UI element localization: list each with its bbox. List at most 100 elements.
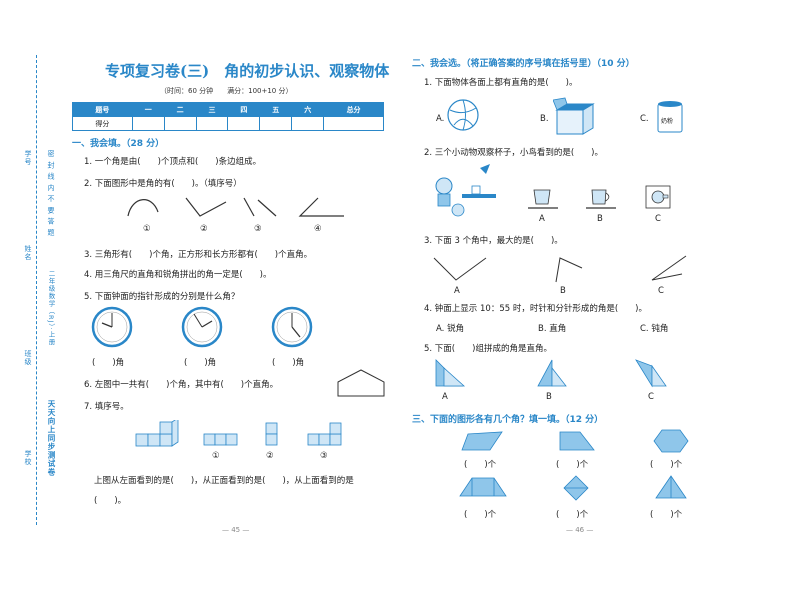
option-label: C — [655, 214, 661, 224]
page-title: 专项复习卷(三) 角的初步认识、观察物体 — [105, 62, 390, 80]
figure-label: ④ — [314, 224, 322, 234]
set-square-option — [635, 359, 667, 388]
q1-7: 7. 填序号。 — [84, 402, 129, 412]
section-1-title: 一、我会填。（28 分） — [72, 139, 165, 149]
score-header: 四 — [227, 102, 261, 117]
cube-views — [135, 420, 342, 447]
option-label: C. — [640, 114, 649, 124]
angle-count-answer: ( )个 — [556, 510, 589, 520]
angle-a — [433, 257, 487, 281]
option-label: A. — [436, 114, 445, 124]
set-square-option — [435, 359, 466, 387]
q1-4: 4. 用三角尺的直角和锐角拼出的角一定是( )。 — [84, 270, 272, 280]
angle-count-answer: ( )个 — [464, 510, 497, 520]
angle-figure — [298, 197, 344, 217]
score-cell[interactable] — [195, 116, 229, 131]
q1-1: 1. 一个角是由( )个顶点和( )条边组成。 — [84, 157, 262, 167]
score-cell[interactable] — [259, 116, 293, 131]
cat-icon — [435, 177, 453, 195]
open-lines-figure — [243, 197, 255, 217]
page-number-right: — 46 — — [566, 526, 594, 534]
angle-options — [433, 255, 687, 283]
angle-count-answer: ( )个 — [464, 460, 497, 470]
binding-number: 学号 — [24, 150, 32, 166]
score-cell[interactable] — [131, 116, 165, 131]
curve-figure — [127, 199, 159, 217]
option-label: B. — [540, 114, 549, 124]
shape-diamond — [563, 475, 589, 501]
figure-label: ③ — [254, 224, 262, 234]
q2-1: 1. 下面物体各面上都有直角的是( )。 — [424, 78, 578, 88]
figure-label: ① — [143, 224, 151, 234]
set-square-option — [537, 359, 567, 387]
angle-count-answer: ( )个 — [556, 460, 589, 470]
binding-line — [36, 55, 37, 525]
milk-can-label: 奶粉 — [661, 118, 674, 125]
clock-answer: ( )角 — [92, 358, 125, 368]
angle-figures — [127, 197, 344, 217]
option-label: B — [546, 392, 552, 402]
shape-triangle-split — [655, 475, 687, 499]
option-label: B — [560, 286, 566, 296]
open-lines-figure — [257, 199, 277, 217]
clocks — [91, 306, 313, 348]
binding-name: 姓名 — [24, 245, 32, 261]
option-label: C — [658, 286, 664, 296]
milk-can-icon — [657, 101, 683, 133]
q2-4: 4. 钟面上显示 10：55 时，时针和分针形成的角是( )。 — [424, 304, 647, 314]
option-label: A — [454, 286, 460, 296]
binding-school: 学校 — [24, 450, 32, 466]
score-header: 总分 — [323, 102, 384, 117]
angle-count-answer: ( )个 — [650, 460, 683, 470]
score-header: 三 — [195, 102, 229, 117]
q2-3: 3. 下面 3 个角中，最大的是( )。 — [424, 236, 563, 246]
clock-icon — [181, 306, 223, 348]
binding-class: 班级 — [24, 350, 32, 366]
shape-trapezoid-split — [459, 477, 507, 497]
view-option — [265, 422, 278, 446]
score-cell[interactable] — [163, 116, 197, 131]
option-label: A — [539, 214, 545, 224]
animals-observing-icon — [435, 164, 496, 217]
q1-6: 6. 左图中一共有( )个角，其中有( )个直角。 — [84, 380, 279, 390]
view-option — [307, 422, 342, 446]
q2-5: 5. 下面( )组拼成的角是直角。 — [424, 344, 552, 354]
view-label: ① — [212, 451, 220, 461]
angle-figure — [185, 197, 227, 217]
cup-icon — [471, 185, 481, 195]
shape-trapezoid — [461, 431, 503, 451]
q1-7-line1: 上图从左面看到的是( )，从正面看到的是( )，从上面看到的是 — [94, 476, 354, 486]
cup-view-option — [645, 185, 671, 209]
page-number-left: — 45 — — [222, 526, 250, 534]
ball-icon — [447, 99, 479, 131]
angle-count-answer: ( )个 — [650, 510, 683, 520]
binding-series: 天天向上同步测试卷 — [47, 400, 56, 477]
option-label: A — [442, 392, 448, 402]
score-header: 六 — [291, 102, 325, 117]
angle-c — [651, 255, 687, 281]
view-label: ③ — [320, 451, 328, 461]
clock-icon — [271, 306, 313, 348]
exam-meta: （时间：60 分钟 满分：100+10 分） — [160, 87, 293, 95]
score-cell[interactable] — [227, 116, 261, 131]
box-icon — [553, 97, 595, 135]
binding-warning: 密 封 线 内 不 要 答 题 — [47, 150, 55, 237]
cup-view-option — [586, 189, 616, 209]
score-header: 二 — [163, 102, 197, 117]
section-2-title: 二、我会选。（将正确答案的序号填在括号里）（10 分） — [412, 59, 635, 69]
cube-stack-3d — [135, 420, 179, 447]
option-label: B — [597, 214, 603, 224]
score-header: 五 — [259, 102, 293, 117]
score-cell[interactable] — [323, 116, 384, 131]
clock-answer: ( )角 — [184, 358, 217, 368]
q1-2: 2. 下面图形中是角的有( )。（填序号） — [84, 179, 242, 189]
cup-view-option — [528, 189, 558, 209]
score-cell[interactable] — [291, 116, 325, 131]
q2-2: 2. 三个小动物观察杯子，小鸟看到的是( )。 — [424, 148, 603, 158]
q1-7-line2: ( )。 — [94, 496, 127, 506]
score-row-label: 得分 — [72, 116, 133, 131]
dog-icon — [451, 203, 465, 217]
option-label: C. 钝角 — [640, 324, 669, 334]
q1-5: 5. 下面钟面的指针形成的分别是什么角？ — [84, 292, 240, 302]
section-3-title: 三、下面的图形各有几个角？填一填。（12 分） — [412, 415, 604, 425]
